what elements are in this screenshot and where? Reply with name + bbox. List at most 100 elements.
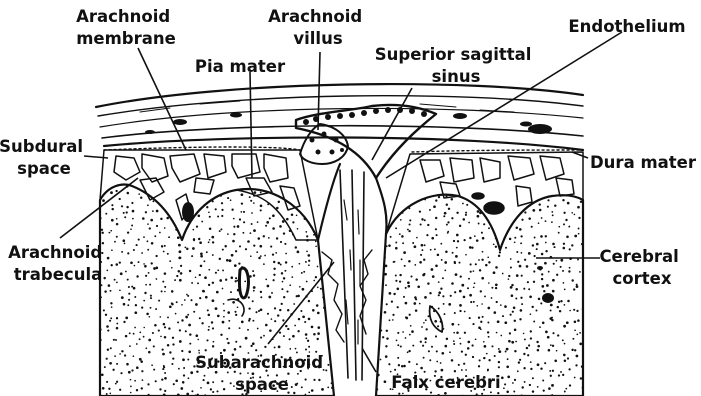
stipple-dot xyxy=(107,348,109,350)
stipple-dot xyxy=(156,278,158,280)
stipple-dot xyxy=(472,323,474,325)
stipple-dot xyxy=(105,213,107,215)
stipple-dot xyxy=(283,232,285,234)
stipple-dot xyxy=(155,308,157,310)
stipple-dot xyxy=(281,303,283,305)
stipple-dot xyxy=(282,281,284,283)
stipple-dot xyxy=(187,314,189,316)
stipple-dot xyxy=(473,270,475,272)
stipple-dot xyxy=(393,293,395,295)
stipple-dot xyxy=(498,255,500,257)
stipple-dot xyxy=(487,256,489,258)
stipple-dot xyxy=(292,221,294,223)
stipple-dot xyxy=(106,393,108,395)
stipple-dot xyxy=(100,296,102,298)
stipple-dot xyxy=(571,244,573,246)
label-endothelium: Endothelium xyxy=(568,17,685,36)
stipple-dot xyxy=(419,303,421,305)
stipple-dot xyxy=(284,270,286,272)
stipple-dot xyxy=(191,282,193,284)
stipple-dot xyxy=(192,247,195,250)
stipple-dot xyxy=(324,186,326,188)
stipple-dot xyxy=(164,377,167,380)
stipple-dot xyxy=(308,300,310,302)
stipple-dot xyxy=(212,345,214,347)
stipple-dot xyxy=(145,347,147,349)
stipple-dot xyxy=(386,245,388,247)
stipple-dot xyxy=(116,327,119,330)
stipple-dot xyxy=(571,279,573,281)
stipple-dot xyxy=(386,330,388,332)
stipple-dot xyxy=(465,212,467,214)
stipple-dot xyxy=(488,359,490,361)
stipple-dot xyxy=(447,231,449,233)
stipple-dot xyxy=(478,259,480,261)
stipple-dot xyxy=(376,258,378,260)
stipple-dot xyxy=(198,350,200,352)
stipple-dot xyxy=(528,288,530,290)
stipple-dot xyxy=(386,303,388,305)
stipple-dot xyxy=(503,387,505,389)
stipple-dot xyxy=(254,191,257,194)
stipple-dot xyxy=(258,237,261,240)
stipple-dot xyxy=(491,345,493,347)
stipple-dot xyxy=(104,290,106,292)
stipple-dot xyxy=(268,237,270,239)
stipple-dot xyxy=(483,223,485,225)
stipple-dot xyxy=(147,223,149,225)
stipple-dot xyxy=(541,253,544,256)
stipple-dot xyxy=(124,354,126,356)
stipple-dot xyxy=(111,249,113,251)
stipple-dot xyxy=(181,350,183,352)
stipple-dot xyxy=(507,376,510,379)
stipple-dot xyxy=(415,309,418,312)
stipple-dot xyxy=(462,203,464,205)
stipple-dot xyxy=(544,262,547,265)
stipple-dot xyxy=(473,301,475,303)
stipple-dot xyxy=(558,226,560,228)
stipple-dot xyxy=(530,368,532,370)
stipple-dot xyxy=(247,329,249,331)
stipple-dot xyxy=(338,277,341,280)
stipple-dot xyxy=(273,279,275,281)
stipple-dot xyxy=(289,229,292,232)
stipple-dot xyxy=(459,290,462,293)
stipple-dot xyxy=(116,317,118,319)
stipple-dot xyxy=(465,214,467,216)
stipple-dot xyxy=(500,335,502,337)
stipple-dot xyxy=(437,325,439,327)
stipple-dot xyxy=(420,254,422,256)
stipple-dot xyxy=(131,369,133,371)
stipple-dot xyxy=(201,221,203,223)
stipple-dot xyxy=(482,251,484,253)
stipple-dot xyxy=(270,246,272,248)
stipple-dot xyxy=(451,359,454,362)
stipple-dot xyxy=(119,261,121,263)
stipple-dot xyxy=(480,328,482,330)
stipple-dot xyxy=(175,380,178,383)
stipple-dot xyxy=(265,324,268,327)
stipple-dot xyxy=(405,317,408,320)
stipple-dot xyxy=(212,200,214,202)
stipple-dot xyxy=(384,273,387,276)
stipple-dot xyxy=(554,359,557,362)
stipple-dot xyxy=(221,202,223,204)
stipple-dot xyxy=(211,321,213,323)
stipple-dot xyxy=(508,340,511,343)
stipple-dot xyxy=(504,321,507,324)
stipple-dot xyxy=(378,290,380,292)
stipple-dot xyxy=(466,204,468,206)
stipple-dot xyxy=(231,254,234,257)
stipple-dot xyxy=(506,365,509,368)
stipple-dot xyxy=(431,346,433,348)
stipple-dot xyxy=(437,254,440,257)
stipple-dot xyxy=(510,314,512,316)
stipple-dot xyxy=(115,383,117,385)
stipple-dot xyxy=(391,193,393,195)
stipple-dot xyxy=(451,198,454,201)
stipple-dot xyxy=(241,193,244,196)
stipple-dot xyxy=(159,232,161,234)
stipple-dot xyxy=(200,265,203,268)
stipple-dot xyxy=(385,284,387,286)
stipple-dot xyxy=(424,244,426,246)
